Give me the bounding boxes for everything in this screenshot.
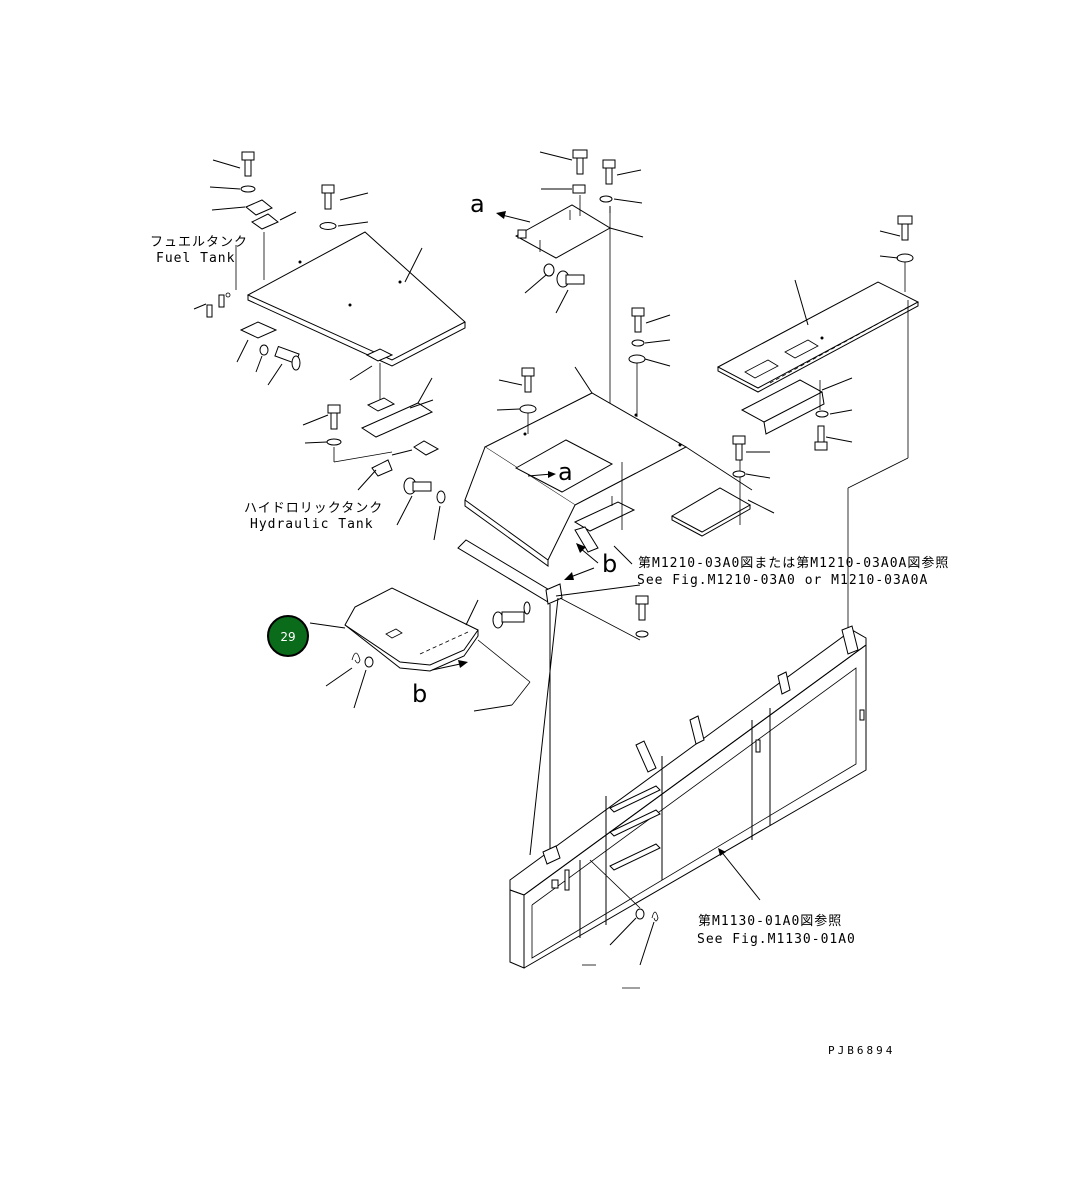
fuel-tank-cover-plate: [235, 231, 466, 367]
view-mark-a-top: a: [470, 190, 485, 218]
ref-m1210-jp: 第M1210-03A0図または第M1210-03A0A図参照: [638, 555, 949, 571]
center-sloped-cover: a: [464, 366, 688, 567]
view-a-cover: a: [470, 149, 644, 450]
reference-m1210: b 第M1210-03A0図または第M1210-03A0A図参照 See Fig…: [555, 543, 949, 597]
drawing-number: PJB6894: [828, 1044, 895, 1057]
callout-number: 29: [280, 630, 295, 644]
fuel-tank-bracket-parts: [193, 292, 440, 491]
fuel-tank-label: フュエルタンク Fuel Tank: [150, 235, 248, 266]
hydraulic-tank-label: ハイドロリックタンク Hydraulic Tank: [244, 501, 383, 532]
small-plate-mid-right: [621, 435, 775, 537]
view-mark-b-left: b: [412, 680, 427, 708]
ref-m1130-en: See Fig.M1130-01A0: [697, 932, 856, 947]
fuel-tank-jp: フュエルタンク: [150, 235, 248, 250]
bolt-center-lower: [492, 595, 649, 638]
hydraulic-tank-en: Hydraulic Tank: [250, 517, 374, 532]
bolt-hydraulic: [396, 477, 446, 541]
main-frame: [509, 625, 867, 989]
view-mark-a-center: a: [558, 458, 573, 486]
fuel-tank-en: Fuel Tank: [156, 251, 235, 266]
ref-m1210-en: See Fig.M1210-03A0 or M1210-03A0A: [637, 573, 928, 588]
ref-m1130-jp: 第M1130-01A0図参照: [698, 913, 842, 929]
view-mark-b-right: b: [602, 550, 617, 578]
bolt-group-center-right: [628, 307, 671, 417]
hydraulic-tank-jp: ハイドロリックタンク: [244, 501, 383, 516]
bolt-group-top-left: [209, 151, 369, 230]
reference-m1130: 第M1130-01A0図参照 See Fig.M1130-01A0: [697, 913, 856, 947]
callout-circle: [267, 615, 309, 657]
top-right-cover-plate: [716, 215, 920, 628]
lower-left-cover-plate: b: [309, 587, 531, 712]
callout-29[interactable]: 29: [267, 615, 309, 657]
center-rail: [457, 539, 641, 856]
